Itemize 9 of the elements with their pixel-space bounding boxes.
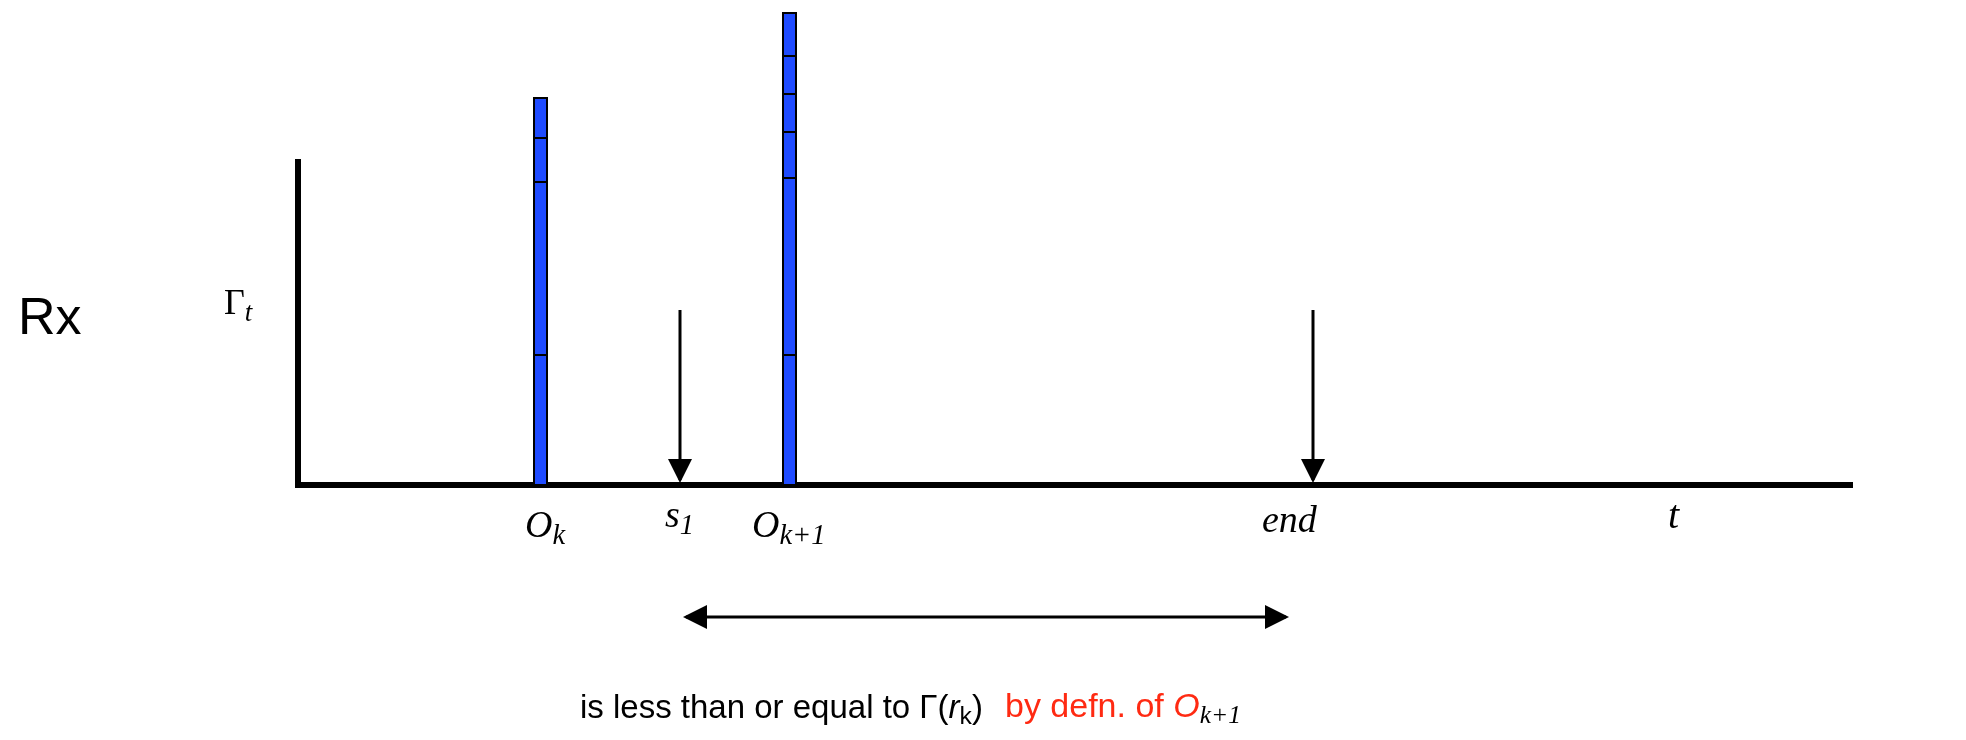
time-label: O$_{k+1}$: [752, 505, 826, 543]
time-label: O$_{k}$: [525, 505, 566, 543]
axis-label: Γ$_{t}$: [224, 284, 253, 320]
annotation-text: is less than or equal to Γ(r$_{k}$): [580, 690, 983, 723]
annotation-text: by defn. of O$_{k+1}$: [1005, 688, 1241, 722]
time-label: end: [1262, 500, 1317, 538]
axis-label: t: [1668, 495, 1680, 535]
time-label: s$_{1}$: [665, 495, 695, 533]
axis-title: Rx: [18, 290, 82, 342]
